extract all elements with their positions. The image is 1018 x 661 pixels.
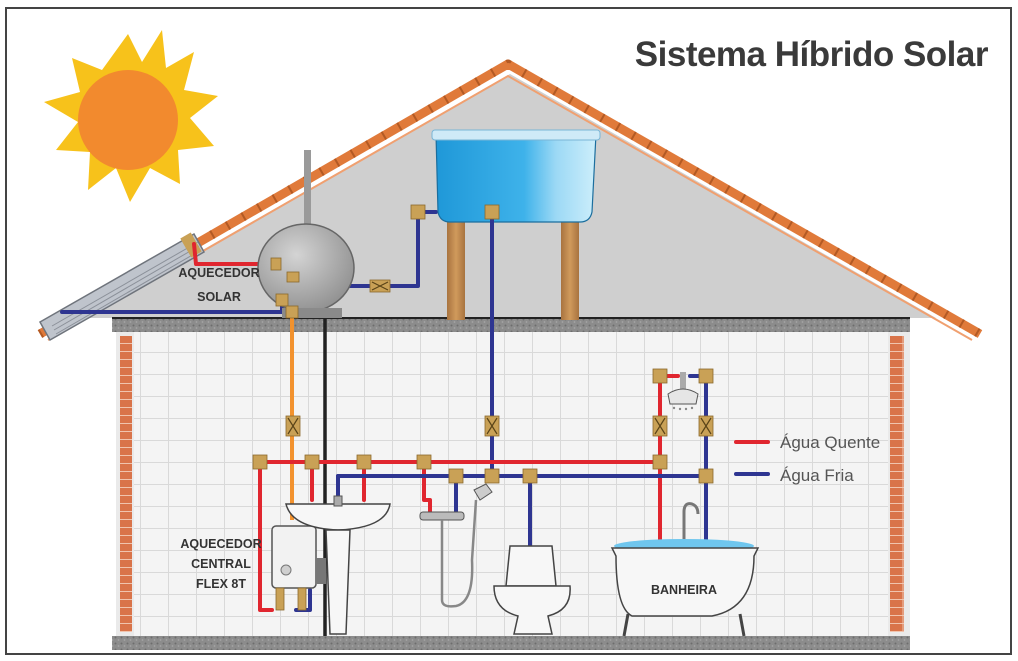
central-heater-label-3: FLEX 8T: [196, 577, 246, 591]
sink-icon: [285, 495, 391, 635]
valves: [285, 279, 714, 437]
legend-hot-label: Água Quente: [780, 433, 880, 452]
solar-heater-label-1: AQUECEDOR: [178, 266, 259, 280]
boiler-icon: [257, 223, 355, 318]
floor: [112, 636, 910, 650]
vent-pipe: [304, 150, 311, 238]
sun-icon: [44, 30, 218, 202]
central-heater-label-2: CENTRAL: [191, 557, 251, 571]
bathtub-label: BANHEIRA: [651, 583, 717, 597]
central-heater-label-1: AQUECEDOR: [180, 537, 261, 551]
diagram-title: Sistema Híbrido Solar: [635, 35, 989, 74]
toilet-icon: [493, 545, 571, 635]
bathtub-icon: [610, 502, 760, 637]
pipe-fittings: [252, 204, 714, 484]
heater-icon: [271, 525, 326, 611]
diagram-frame: [5, 7, 1012, 655]
legend-cold-label: Água Fria: [780, 466, 854, 485]
ceiling-slab: [112, 318, 910, 332]
water-tank-icon: [431, 129, 601, 320]
shower-icon: [667, 372, 699, 411]
legend: Água Quente Água Fria: [734, 433, 880, 485]
hand-shower-icon: [419, 483, 493, 608]
solar-heater-label-2: SOLAR: [197, 290, 241, 304]
